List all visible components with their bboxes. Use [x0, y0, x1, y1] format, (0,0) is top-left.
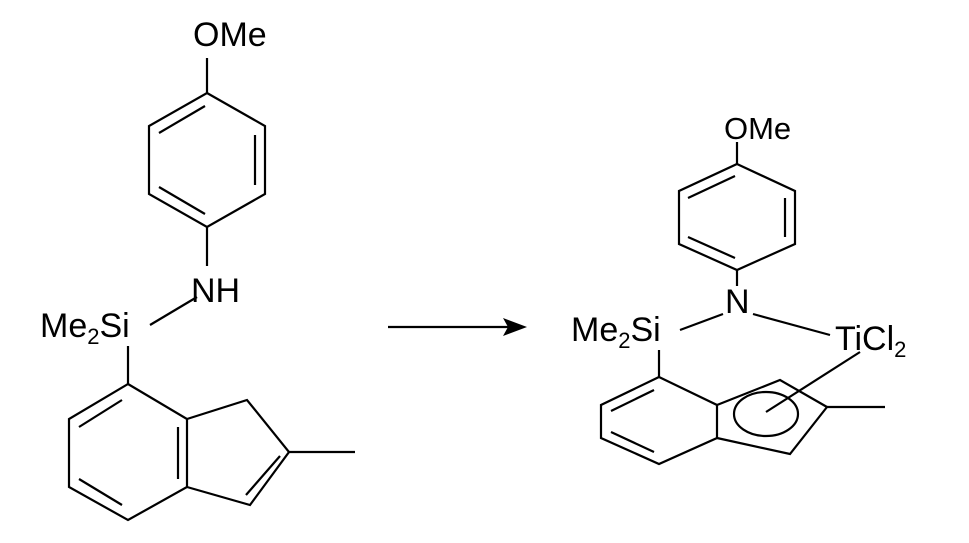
- product-indenyl-benzo-ring: [601, 377, 717, 464]
- reactant-indene-cyclopentene-ring: [187, 400, 289, 505]
- product-indenyl-cyclopentadienyl-ring: [717, 380, 827, 454]
- reactant-amine-label: NH: [191, 272, 240, 310]
- reactant-structure: OMe NH Me2Si: [40, 16, 355, 520]
- product-anisyl-ring: [679, 164, 795, 270]
- product-methoxy-label: OMe: [724, 111, 791, 146]
- product-ti-centroid-bond: [766, 352, 860, 412]
- reactant-n-si-bond: [150, 297, 197, 325]
- product-n-ti-bond: [753, 314, 830, 335]
- product-nitrogen-label: N: [725, 283, 750, 321]
- reactant-anisyl-ring: [149, 93, 265, 227]
- reactant-methoxy-label: OMe: [193, 16, 267, 54]
- product-n-si-bond: [680, 314, 723, 330]
- product-structure: OMe N Me2Si TiCl2: [571, 111, 906, 464]
- reaction-arrow-icon: [388, 318, 527, 336]
- reactant-silyl-label: Me2Si: [40, 307, 130, 349]
- product-metal-label: TiCl2: [835, 320, 906, 362]
- product-silyl-label: Me2Si: [571, 311, 661, 353]
- reactant-indene-benzo-ring: [69, 384, 187, 520]
